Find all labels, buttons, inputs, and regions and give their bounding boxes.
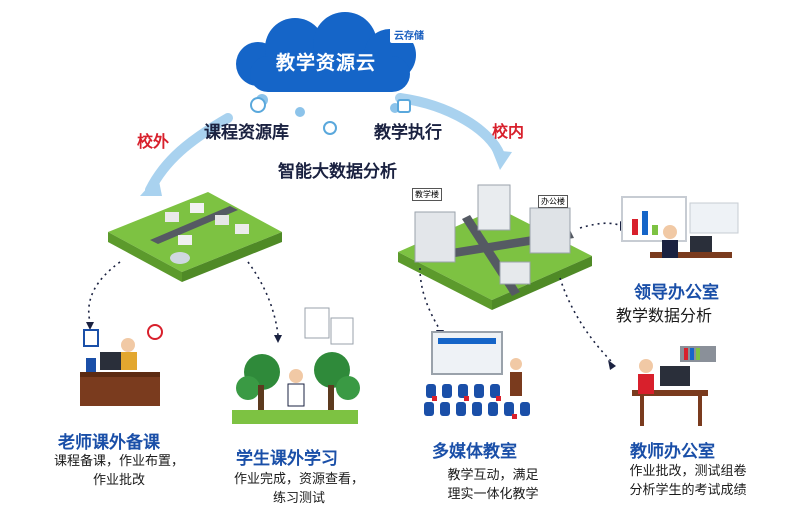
teaching-execution-label: 教学执行 xyxy=(374,123,442,143)
office-building-sign: 办公楼 xyxy=(538,195,568,208)
cloud-title: 教学资源云 xyxy=(276,52,377,74)
student-study-desc-line-2: 练习测试 xyxy=(272,491,325,506)
big-data-analysis-label: 智能大数据分析 xyxy=(278,162,397,182)
student-study-illustration xyxy=(232,307,360,424)
leader-office-subtitle: 教学数据分析 xyxy=(616,306,713,325)
cloud-storage-badge: 云存储 xyxy=(390,26,428,43)
multimedia-desc-line-2: 理实一体化教学 xyxy=(447,487,539,502)
right-campus-illustration xyxy=(398,184,592,310)
on-campus-tag: 校内 xyxy=(492,122,525,141)
multimedia-title: 多媒体教室 xyxy=(432,442,517,462)
teacher-office-desc-line-1: 作业批改，测试组卷 xyxy=(629,464,747,479)
teacher-office-desc-line-2: 分析学生的考试成绩 xyxy=(629,483,747,498)
teacher-prep-illustration xyxy=(80,324,163,406)
teaching-building-sign: 教学楼 xyxy=(412,188,442,201)
dotted-connectors xyxy=(88,222,623,363)
off-campus-tag: 校外 xyxy=(137,132,170,151)
teacher-office-title: 教师办公室 xyxy=(630,442,715,462)
multimedia-classroom-illustration xyxy=(424,331,530,419)
leader-office-illustration xyxy=(621,196,739,258)
teacher-prep-desc-line-1: 课程备课，作业布置， xyxy=(53,454,184,469)
course-library-label: 课程资源库 xyxy=(204,123,289,143)
multimedia-desc: 教学互动，满足 理实一体化教学 xyxy=(418,466,568,504)
left-town-illustration xyxy=(108,192,282,282)
teacher-office-desc: 作业批改，测试组卷 分析学生的考试成绩 xyxy=(598,462,778,500)
student-study-title: 学生课外学习 xyxy=(236,449,338,469)
teacher-prep-title: 老师课外备课 xyxy=(58,433,160,453)
teacher-prep-desc: 课程备课，作业布置， 作业批改 xyxy=(44,452,194,490)
flow-arrows xyxy=(140,93,512,196)
teacher-prep-desc-line-2: 作业批改 xyxy=(92,473,145,488)
resource-icons xyxy=(250,97,411,135)
leader-office-title: 领导办公室 xyxy=(634,283,719,303)
student-study-desc-line-1: 作业完成，资源查看， xyxy=(233,472,364,487)
multimedia-desc-line-1: 教学互动，满足 xyxy=(447,468,539,483)
teacher-office-illustration xyxy=(632,346,716,426)
student-study-desc: 作业完成，资源查看， 练习测试 xyxy=(224,470,374,508)
